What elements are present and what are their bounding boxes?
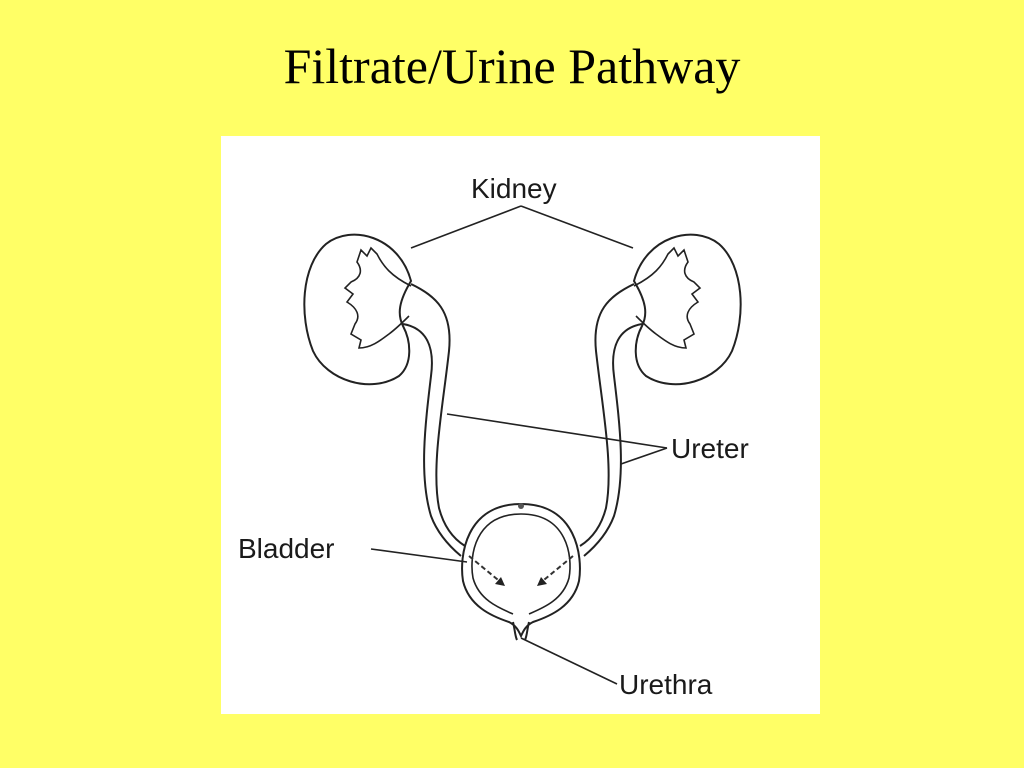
leader-lines [370,205,668,685]
urinary-system-figure: Kidney Ureter Bladder Urethra [221,136,820,714]
slide-title: Filtrate/Urine Pathway [283,38,741,94]
label-urethra: Urethra [619,669,713,700]
urethra [512,621,530,641]
left-kidney [303,233,413,386]
label-kidney: Kidney [471,173,557,204]
label-ureter: Ureter [671,433,749,464]
left-ureter [402,283,466,557]
right-kidney [632,233,742,386]
bladder [461,502,581,639]
urinary-system-diagram: Kidney Ureter Bladder Urethra [238,173,749,700]
label-bladder: Bladder [238,533,335,564]
right-ureter [579,283,643,557]
